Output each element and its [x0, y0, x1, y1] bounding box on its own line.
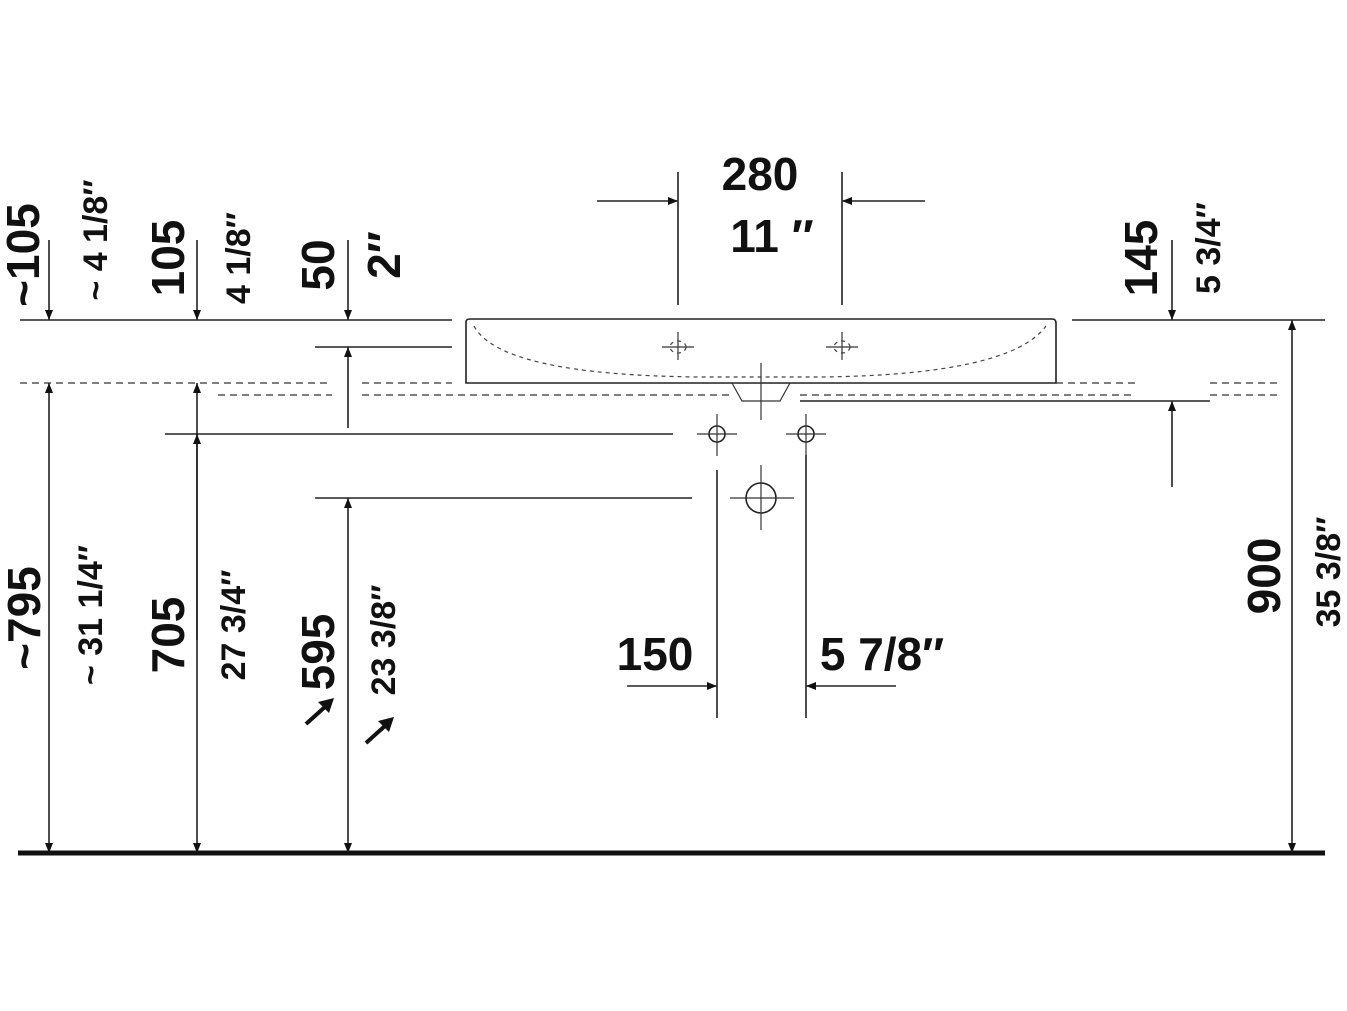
tap-hole-left-icon	[662, 332, 694, 360]
pointer-arrow-595-icon	[304, 698, 334, 726]
dim-145-in: 5 3/4″	[1190, 202, 1228, 294]
dim-145-mm: 145	[1115, 220, 1167, 297]
dim-795-in: ~ 31 1/4″	[72, 545, 110, 685]
dim-900-mm: 900	[1238, 538, 1290, 615]
drain-connection-icon	[730, 465, 794, 530]
dim-105a-in: ~ 4 1/8″	[77, 179, 115, 300]
dim-900-in: 35 3/8″	[1310, 517, 1347, 628]
supply-connection-left-icon	[697, 414, 737, 456]
dim-150-mm: 150	[617, 628, 694, 680]
dim-705-in: 27 3/4″	[215, 570, 253, 681]
dim-280-in: 11 ″	[730, 210, 813, 262]
washbasin-outline	[465, 318, 1057, 384]
dim-280-mm: 280	[722, 148, 799, 200]
dim-795-mm: ~795	[0, 566, 50, 670]
supply-connection-right-icon	[786, 414, 826, 456]
pointer-arrow-23-3-8-icon	[364, 717, 394, 745]
dim-50-in: 2″	[358, 231, 410, 279]
dim-595-in: 23 3/8″	[365, 585, 403, 696]
dim-595-mm: 595	[292, 614, 344, 691]
dimension-arrows	[45, 197, 1296, 853]
dim-150-in: 5 7/8″	[820, 628, 944, 680]
dim-705-mm: 705	[142, 597, 194, 674]
dim-50-mm: 50	[292, 239, 344, 290]
basin-bowl-hidden-line	[473, 325, 1047, 378]
tap-hole-right-icon	[826, 332, 858, 360]
dim-105a-mm: ~105	[0, 203, 49, 307]
dim-105b-mm: 105	[142, 220, 194, 297]
dim-105b-in: 4 1/8″	[220, 212, 258, 304]
under-counter-dashed-lines	[20, 382, 1280, 396]
